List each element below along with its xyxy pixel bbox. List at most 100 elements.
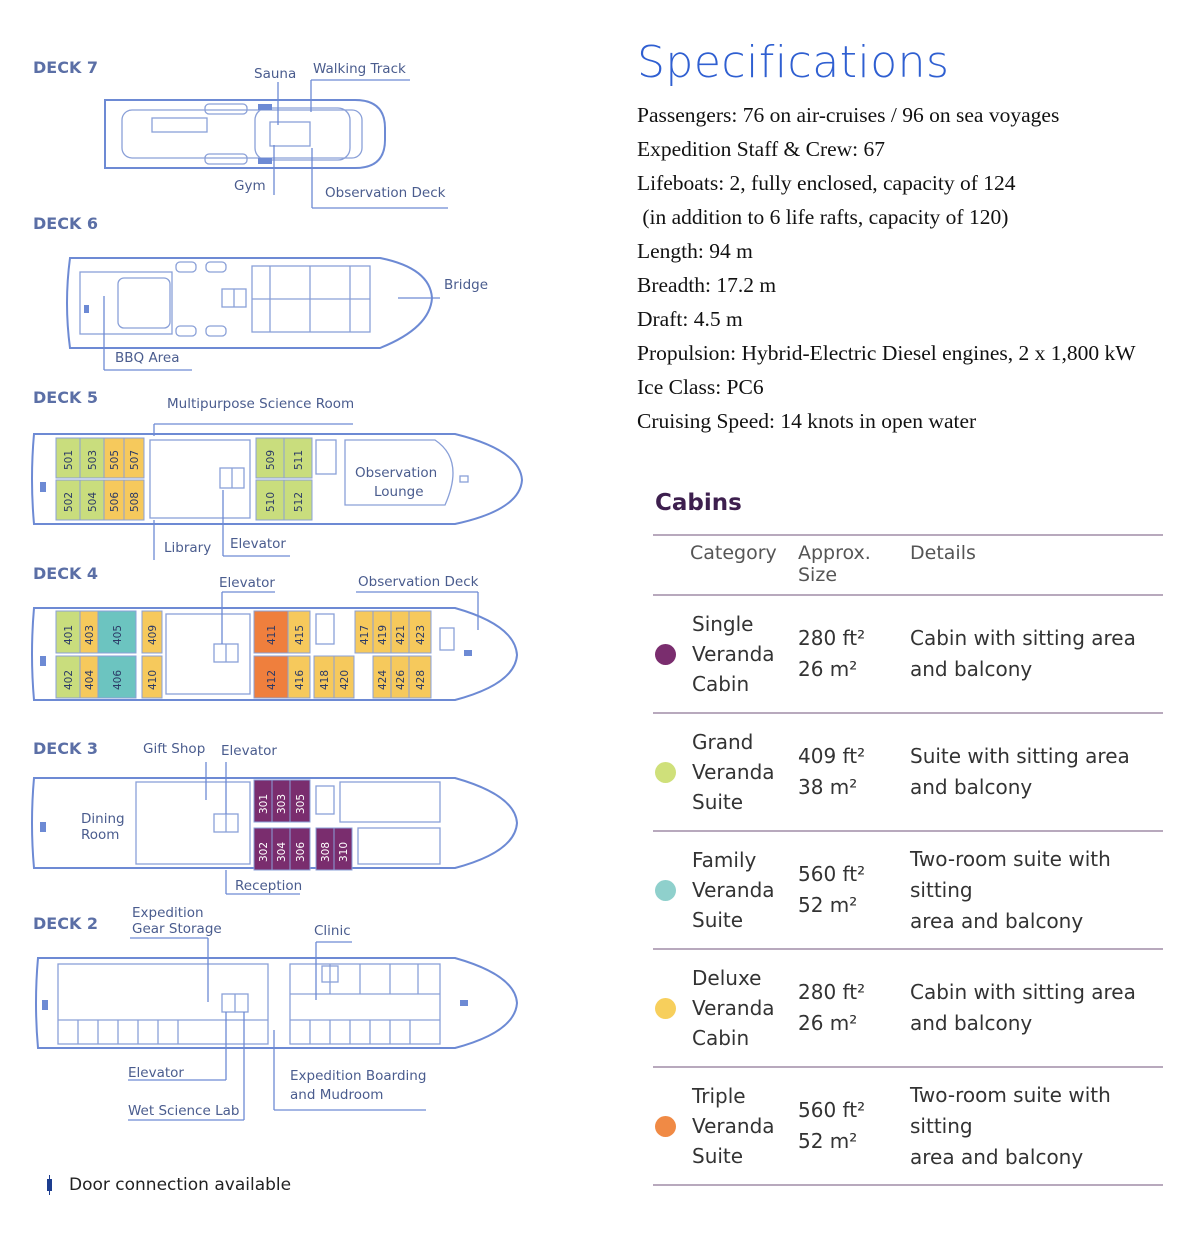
cabin-num-402: 402 [63,670,75,690]
cabin-num-410: 410 [147,670,159,690]
dining-room-label-1: Dining [81,811,125,827]
cabin-306 [289,827,311,871]
category-cell: Grand Veranda Suite [653,727,798,817]
category-cell: Deluxe Veranda Cabin [653,963,798,1053]
category-name-line: Veranda [692,996,775,1020]
cabin-num-302: 302 [258,842,270,862]
cabin-num-501: 501 [63,450,75,470]
cabin-num-310: 310 [338,842,350,862]
category-color-dot [655,761,676,783]
cabin-415 [287,610,311,654]
cabin-num-305: 305 [295,794,307,814]
cabin-508 [123,479,145,521]
spec-breadth: Breadth: 17.2 m [637,273,777,297]
cabin-num-503: 503 [87,450,99,470]
table-row: Grand Veranda Suite 409 ft² 38 m² Suite … [653,714,1163,832]
cabin-num-415: 415 [294,625,306,645]
category-name-line: Suite [692,908,744,932]
category-name-line: Grand [692,730,754,754]
category-name-line: Family [692,848,757,872]
size-m: 52 m² [798,1129,858,1153]
cabin-num-502: 502 [63,492,75,512]
cabin-num-406: 406 [112,670,124,690]
cabins-table: Category Approx. Size Details Single Ver… [653,534,1163,1186]
cabin-num-421: 421 [395,625,407,645]
door-legend: Door connection available [47,1175,291,1195]
cabin-428 [408,655,432,699]
cabin-num-420: 420 [339,670,351,690]
category-name: Grand Veranda Suite [692,727,792,817]
bbq-area-label: BBQ Area [115,350,180,366]
details-line: and balcony [910,1011,1033,1035]
deck-2-title: DECK 2 [33,914,98,933]
observation-lounge-label-2: Lounge [374,484,424,500]
cabin-310 [333,827,353,871]
category-name-line: Veranda [692,1114,775,1138]
category-name-line: Deluxe [692,966,762,990]
size-m: 38 m² [798,775,858,799]
size-ft: 560 ft² [798,1098,866,1122]
cabin-num-417: 417 [359,625,371,645]
cabin-num-416: 416 [294,670,306,690]
cabin-num-426: 426 [395,670,407,690]
deck-3-elevator-label: Elevator [221,743,277,759]
details-line: and balcony [910,657,1033,681]
cabin-504 [79,479,105,521]
cabin-num-404: 404 [84,670,96,690]
dining-room-label-2: Room [81,827,119,843]
header-size-line-1: Approx. [798,542,871,564]
deck-4-plan: DECK 4 401 403 [31,564,519,701]
bridge-label: Bridge [444,277,488,293]
category-name-line: Cabin [692,1026,750,1050]
cabin-305 [289,779,311,823]
expedition-boarding-label-2: and Mudroom [290,1087,383,1103]
details-cell: Two-room suite with sitting area and bal… [910,1080,1163,1173]
spec-cruising-speed: Cruising Speed: 14 knots in open water [637,409,977,433]
details-line: Cabin with sitting area [910,626,1136,650]
cabin-num-411: 411 [266,625,278,645]
cabins-table-header: Category Approx. Size Details [653,536,1163,596]
cabin-num-405: 405 [112,625,124,645]
observation-deck-7-label: Observation Deck [325,185,446,201]
details-cell: Two-room suite with sitting area and bal… [910,844,1163,937]
details-line: and balcony [910,775,1033,799]
size-cell: 560 ft² 52 m² [798,859,910,921]
details-line: Cabin with sitting area [910,980,1136,1004]
cabin-num-504: 504 [87,492,99,512]
size-m: 26 m² [798,657,858,681]
cabin-num-507: 507 [129,450,141,470]
cabin-406 [97,655,137,699]
cabin-num-508: 508 [129,492,141,512]
size-cell: 409 ft² 38 m² [798,741,910,803]
table-row: Family Veranda Suite 560 ft² 52 m² Two-r… [653,832,1163,950]
deck-7-plan: DECK 7 Sauna Walking Track Gym Observati… [33,58,448,209]
deck-4-cabin-numbers: 401 403 405 409 402 404 406 410 411 415 … [63,625,427,690]
deck-3-plan: DECK 3 301 303 305 302 304 306 308 310 [31,739,519,895]
cabin-409 [141,610,163,654]
cabin-num-509: 509 [265,450,277,470]
specifications-title: Specifications [637,37,950,88]
observation-lounge-label-1: Observation [355,465,437,481]
spec-length: Length: 94 m [637,239,753,263]
cabin-num-506: 506 [109,492,121,512]
category-name-line: Cabin [692,672,750,696]
cabin-507 [123,437,145,479]
cabins-panel: Cabins Category Approx. Size Details Sin… [653,490,1165,1186]
cabin-512 [283,479,313,521]
cabin-num-401: 401 [63,625,75,645]
expedition-boarding-label-1: Expedition Boarding [290,1068,426,1084]
cabin-num-512: 512 [293,492,305,512]
size-cell: 280 ft² 26 m² [798,977,910,1039]
cabin-num-418: 418 [319,670,331,690]
cabin-num-308: 308 [320,842,332,862]
table-row: Deluxe Veranda Cabin 280 ft² 26 m² Cabin… [653,950,1163,1068]
table-row: Single Veranda Cabin 280 ft² 26 m² Cabin… [653,596,1163,714]
cabins-title: Cabins [655,490,742,516]
category-name-line: Suite [692,1144,744,1168]
size-ft: 280 ft² [798,626,866,650]
size-ft: 560 ft² [798,862,866,886]
cabin-num-412: 412 [266,670,278,690]
spec-life-rafts: (in addition to 6 life rafts, capacity o… [637,205,1009,229]
deck-6-plan: DECK 6 BBQ Area Bridge [33,214,488,371]
cabin-num-510: 510 [265,492,277,512]
